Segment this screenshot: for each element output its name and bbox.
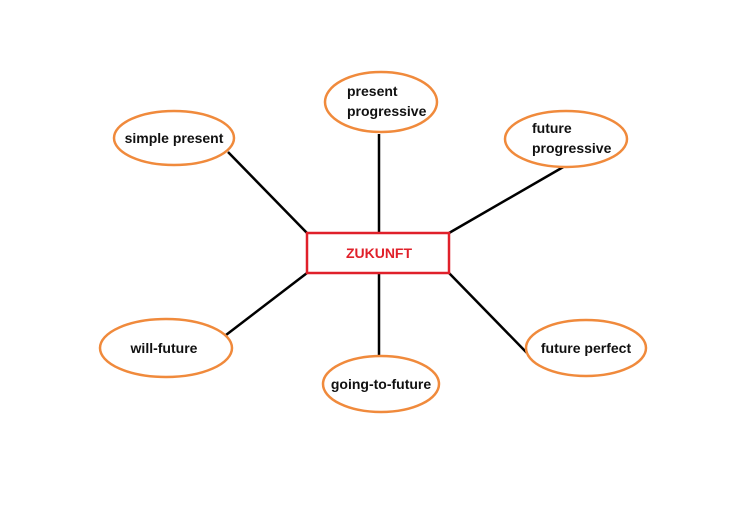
connectors [225, 134, 566, 357]
node-label-line: future [532, 120, 572, 136]
node-will-future: will-future [98, 317, 234, 379]
svg-text:future: future [532, 120, 572, 136]
node-label-line: present [347, 83, 398, 99]
connector-will-future [225, 272, 308, 336]
node-label-line: progressive [347, 103, 427, 119]
svg-text:going-to-future: going-to-future [331, 376, 432, 392]
svg-text:progressive: progressive [347, 103, 427, 119]
node-future-progressive: future progressive [503, 109, 629, 169]
node-ellipse [112, 109, 236, 167]
node-ellipse [98, 317, 234, 379]
node-going-to-future: going-to-future [321, 354, 441, 414]
svg-text:future perfect: future perfect [541, 340, 632, 356]
center-label: ZUKUNFT [346, 245, 413, 261]
center-node: ZUKUNFT [305, 231, 451, 275]
node-label-line: going-to-future [331, 376, 432, 392]
svg-text:will-future: will-future [130, 340, 198, 356]
connector-simple-present [227, 151, 308, 234]
svg-text:progressive: progressive [532, 140, 612, 156]
node-ellipse [321, 354, 441, 414]
node-label-line: simple present [125, 130, 224, 146]
svg-text:present: present [347, 83, 398, 99]
node-ellipse [524, 318, 648, 378]
node-label-line: progressive [532, 140, 612, 156]
center-box [305, 231, 451, 275]
node-simple-present: simple present [112, 109, 236, 167]
node-ellipse [503, 109, 629, 169]
connector-future-progressive [448, 164, 566, 235]
connector-future-perfect [448, 272, 528, 354]
node-label-line: will-future [130, 340, 198, 356]
node-future-perfect: future perfect [524, 318, 648, 378]
node-label-line: future perfect [541, 340, 632, 356]
node-ellipse [323, 70, 439, 134]
svg-text:simple present: simple present [125, 130, 224, 146]
node-present-progressive: present progressive [323, 70, 439, 134]
